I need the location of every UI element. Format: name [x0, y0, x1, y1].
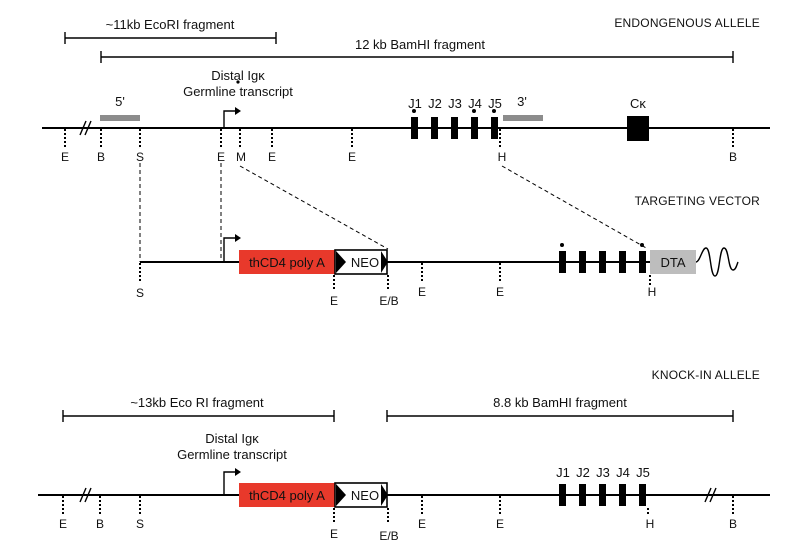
- ck-exon: [627, 116, 649, 141]
- thcd4-label-knockin: thCD4 poly A: [249, 488, 325, 503]
- transcript-label-endogenous-line1: Distal Igκ: [211, 68, 265, 83]
- ck-label: Cκ: [630, 96, 646, 111]
- three-prime-probe: [503, 115, 543, 121]
- j4-segment: [471, 117, 478, 139]
- loxp-left-knockin: [336, 484, 346, 506]
- three-prime-probe-label: 3': [517, 94, 527, 109]
- site-s-1: S: [136, 150, 144, 164]
- ki-j3-label: J3: [596, 465, 610, 480]
- bamhi-fragment-endogenous: 12 kb BamHI fragment: [100, 37, 734, 63]
- site-m-1: M: [236, 150, 246, 164]
- restriction-sites-endogenous: E B S E M E E H B: [61, 129, 737, 164]
- transcript-label-endogenous-line2: Germline transcript: [183, 84, 293, 99]
- ecori-fragment-knockin: ~13kb Eco RI fragment: [62, 395, 335, 422]
- endogenous-allele-title: ENDONGENOUS ALLELE: [614, 16, 760, 30]
- homology-guide-lines: [139, 163, 649, 262]
- bamhi-fragment-knockin-label: 8.8 kb BamHI fragment: [493, 395, 627, 410]
- neo-label-knockin: NEO: [351, 488, 379, 503]
- vector-site-s: S: [136, 286, 144, 300]
- ki-site-h: H: [646, 517, 655, 531]
- j1-label: J1: [408, 96, 422, 111]
- j1-segment: [411, 117, 418, 139]
- ki-j5-label: J5: [636, 465, 650, 480]
- dta-cassette: [650, 250, 696, 274]
- five-prime-probe: [100, 115, 140, 121]
- promoter-arrow-endogenous: [223, 107, 241, 128]
- ki-site-e-3: E: [418, 517, 426, 531]
- j5-label: J5: [488, 96, 502, 111]
- targeting-vector: TARGETING VECTOR thCD4 poly A NEO DTA: [136, 194, 760, 308]
- restriction-sites-vector: S E E/B E E H: [136, 263, 656, 308]
- ki-j2-label: J2: [576, 465, 590, 480]
- vector-site-e-2: E: [418, 285, 426, 299]
- vector-site-e-1: E: [330, 294, 338, 308]
- j-segments-knockin: J1 J2 J3 J4 J5: [556, 465, 650, 506]
- vector-site-e-3: E: [496, 285, 504, 299]
- thcd4-cassette-vector: [239, 250, 335, 274]
- ki-site-e-4: E: [496, 517, 504, 531]
- plasmid-backbone-squiggle: [695, 247, 739, 277]
- ki-site-b-1: B: [96, 517, 104, 531]
- bamhi-fragment-knockin: 8.8 kb BamHI fragment: [386, 395, 734, 422]
- ki-site-s: S: [136, 517, 144, 531]
- ki-site-e-1: E: [59, 517, 67, 531]
- loxp-right-vector: [381, 251, 388, 273]
- promoter-arrow-knockin: [223, 468, 241, 495]
- break-mark-knockin-left: [79, 487, 92, 503]
- site-b-1: B: [97, 150, 105, 164]
- ecori-fragment-endogenous: ~11kb EcoRI fragment: [64, 17, 277, 44]
- neo-label-vector: NEO: [351, 255, 379, 270]
- site-e-3: E: [268, 150, 276, 164]
- site-h-1: H: [498, 150, 507, 164]
- loxp-left-vector: [336, 251, 346, 273]
- j2-label: J2: [428, 96, 442, 111]
- thcd4-cassette-knockin: [239, 483, 335, 507]
- five-prime-probe-label: 5': [115, 94, 125, 109]
- ki-j4-label: J4: [616, 465, 630, 480]
- break-mark-knockin-right: [704, 487, 717, 503]
- transcript-dot: [236, 80, 240, 84]
- j3-segment: [451, 117, 458, 139]
- knockin-allele-title: KNOCK-IN ALLELE: [652, 368, 760, 382]
- bamhi-fragment-endogenous-label: 12 kb BamHI fragment: [355, 37, 485, 52]
- ki-site-e-2: E: [330, 527, 338, 541]
- site-e-1: E: [61, 150, 69, 164]
- ki-site-b-2: B: [729, 517, 737, 531]
- site-e-4: E: [348, 150, 356, 164]
- break-mark-endogenous: [79, 120, 92, 136]
- j-segments-endogenous: J1 J2 J3 J4 J5: [408, 96, 502, 139]
- site-e-2: E: [217, 150, 225, 164]
- j-segments-vector: [559, 243, 646, 273]
- j2-segment: [431, 117, 438, 139]
- restriction-sites-knockin: E B S E E/B E E H B: [59, 496, 737, 543]
- ecori-fragment-knockin-label: ~13kb Eco RI fragment: [130, 395, 264, 410]
- vector-site-eb: E/B: [379, 294, 398, 308]
- site-b-2: B: [729, 150, 737, 164]
- vector-site-h: H: [648, 285, 657, 299]
- promoter-arrow-vector: [223, 234, 241, 262]
- knockin-allele: KNOCK-IN ALLELE ~13kb Eco RI fragment 8.…: [38, 368, 770, 543]
- j3-label: J3: [448, 96, 462, 111]
- transcript-label-knockin-line1: Distal Igκ: [205, 431, 259, 446]
- ki-j1-label: J1: [556, 465, 570, 480]
- j5-segment: [491, 117, 498, 139]
- dta-label: DTA: [660, 255, 685, 270]
- targeting-vector-title: TARGETING VECTOR: [635, 194, 761, 208]
- endogenous-allele: ENDONGENOUS ALLELE ~11kb EcoRI fragment …: [42, 16, 770, 164]
- j4-label: J4: [468, 96, 482, 111]
- thcd4-label-vector: thCD4 poly A: [249, 255, 325, 270]
- transcript-label-knockin-line2: Germline transcript: [177, 447, 287, 462]
- loxp-right-knockin: [381, 484, 388, 506]
- ki-site-eb: E/B: [379, 529, 398, 543]
- ecori-fragment-endogenous-label: ~11kb EcoRI fragment: [106, 17, 235, 32]
